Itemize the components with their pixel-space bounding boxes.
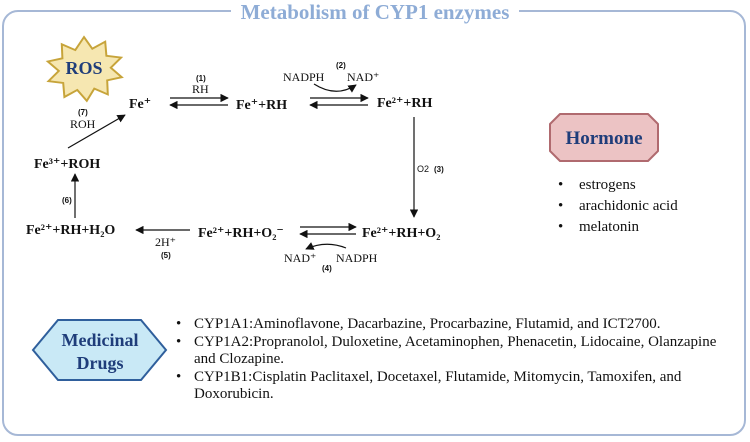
bullet-icon: • <box>558 219 564 235</box>
step1-label: RH <box>192 82 209 96</box>
drug-item-cyp1a2: • CYP1A2:Propranolol, Duloxetine, Acetam… <box>176 334 741 368</box>
ros-label: ROS <box>65 58 102 78</box>
medicinal-label-line1: Medicinal <box>62 330 139 350</box>
hormone-item-label: melatonin <box>579 219 639 235</box>
step4-in: NADPH <box>336 251 378 265</box>
drug-item-cyp1a1: • CYP1A1:Aminoflavone, Dacarbazine, Proc… <box>176 316 741 333</box>
medicinal-drugs-badge <box>31 319 168 381</box>
arrow-step2-cofactor <box>313 83 357 93</box>
diagram-title-wrap: Metabolism of CYP1 enzymes <box>0 0 750 24</box>
drug-list: • CYP1A1:Aminoflavone, Dacarbazine, Proc… <box>176 316 741 404</box>
hormone-item: • estrogens <box>558 176 678 197</box>
step7-label: ROH <box>70 117 96 131</box>
step4-out: NAD⁺ <box>284 251 316 265</box>
step3-label: O2 <box>417 164 429 174</box>
hormone-item: • arachidonic acid <box>558 197 678 218</box>
node-fe2-rh-h2o: Fe²⁺+RH+H₂O <box>26 223 115 238</box>
step7-number: (7) <box>78 108 88 117</box>
bullet-icon: • <box>558 198 564 214</box>
drug-item-label: CYP1A1:Aminoflavone, Dacarbazine, Procar… <box>194 316 661 332</box>
hormone-badge <box>549 113 659 162</box>
bullet-icon: • <box>558 177 564 193</box>
diagram-title: Metabolism of CYP1 enzymes <box>230 0 520 24</box>
medicinal-label-line2: Drugs <box>76 353 123 373</box>
step4-number: (4) <box>322 264 332 273</box>
hormone-item-label: arachidonic acid <box>579 198 678 214</box>
hormone-item-label: estrogens <box>579 177 636 193</box>
step5-number: (5) <box>161 251 171 260</box>
ros-starburst <box>45 35 124 103</box>
step2-in: NADPH <box>283 70 325 84</box>
step6-number: (6) <box>62 196 72 205</box>
bullet-icon: • <box>176 316 182 332</box>
drug-item-label: CYP1B1:Cisplatin Paclitaxel, Docetaxel, … <box>194 369 682 402</box>
node-fe2-rh: Fe²⁺+RH <box>377 96 432 111</box>
hormone-item: • melatonin <box>558 218 678 239</box>
step2-number: (2) <box>336 61 346 70</box>
drug-item-label: CYP1A2:Propranolol, Duloxetine, Acetamin… <box>194 334 717 367</box>
hormone-list: • estrogens • arachidonic acid • melaton… <box>558 176 678 239</box>
step3-number: (3) <box>434 165 444 174</box>
node-fe3-roh: Fe³⁺+ROH <box>34 157 100 172</box>
step1-number: (1) <box>196 74 206 83</box>
hormone-label: Hormone <box>565 128 642 149</box>
arrow-step7 <box>67 114 126 149</box>
step5-label: 2H⁺ <box>155 235 176 249</box>
node-fe2-rh-o2-minus: Fe²⁺+RH+O₂⁻ <box>198 226 284 241</box>
node-fe-plus: Fe⁺ <box>129 97 151 112</box>
node-fe2-rh-o2: Fe²⁺+RH+O₂ <box>362 226 440 241</box>
arrow-step4-cofactor <box>305 242 347 250</box>
bullet-icon: • <box>176 334 182 350</box>
drug-item-cyp1b1: • CYP1B1:Cisplatin Paclitaxel, Docetaxel… <box>176 369 741 403</box>
node-fe-plus-rh: Fe⁺+RH <box>236 98 287 113</box>
bullet-icon: • <box>176 369 182 385</box>
step2-out: NAD⁺ <box>347 70 379 84</box>
